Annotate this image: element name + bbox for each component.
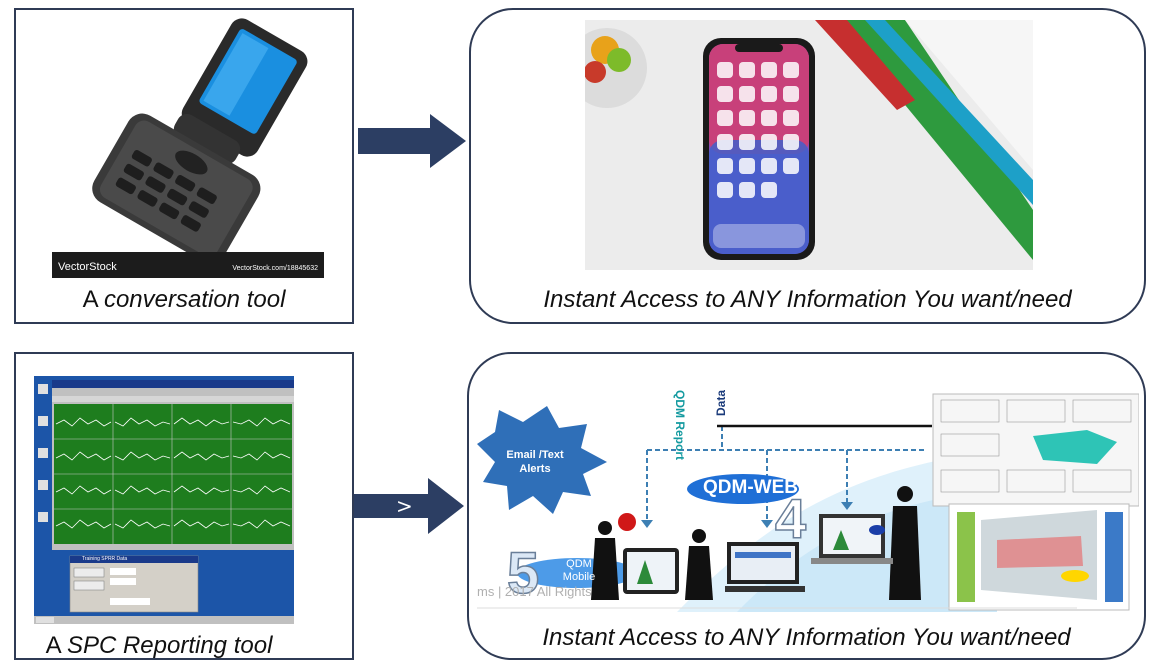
right-arrow-top (358, 114, 466, 168)
number-4: 4 (774, 486, 807, 551)
arrow-label: > (396, 494, 413, 518)
panel-spc-reporting-tool: Training SPRR Data A SPC Reporting tool (14, 352, 354, 660)
data-label: Data (714, 390, 728, 417)
caption-prefix-bottom: A (45, 632, 61, 659)
number-5: 5 (506, 540, 540, 607)
smartphone-image (585, 20, 1033, 270)
panel-smartphone: Instant Access to ANY Information You wa… (469, 8, 1146, 324)
dialog-title: Training SPRR Data (82, 556, 128, 562)
caption-italic-top: Instant Access to ANY Information You wa… (543, 286, 1072, 313)
caption-prefix: A (82, 286, 98, 313)
qdm-diagram: Email /Text Alerts QDM-WEB 4 5 QDM Mobil… (477, 390, 1139, 612)
stock-logo: VectorStock (58, 261, 117, 273)
caption-instant-access-top: Instant Access to ANY Information You wa… (471, 286, 1144, 314)
copyright-fragment: ms | 2017 All Rights (477, 584, 592, 599)
caption-italic-bottom: SPC Reporting tool (66, 632, 273, 659)
qdm-report-label: QDM Report (673, 390, 687, 460)
qdm-mobile-label: QDM Mobile (562, 558, 596, 583)
caption-conversation-tool: A conversation tool (16, 286, 352, 314)
caption-instant-access-bottom: Instant Access to ANY Information You wa… (469, 624, 1144, 652)
flip-phone-image: VectorStock VectorStock.com/18845632 (52, 16, 324, 278)
qdm-web-label: QDM-WEB (703, 477, 798, 498)
panel-conversation-tool: VectorStock VectorStock.com/18845632 A c… (14, 8, 354, 324)
panel-qdm-system: Email /Text Alerts QDM-WEB 4 5 QDM Mobil… (467, 352, 1146, 660)
right-arrow-bottom (354, 478, 464, 534)
caption-italic-bottom-right: Instant Access to ANY Information You wa… (542, 624, 1071, 651)
email-text-alerts: Email /Text Alerts (506, 449, 564, 475)
caption-spc-reporting-tool: A SPC Reporting tool (0, 632, 352, 660)
stock-url: VectorStock.com/18845632 (232, 265, 318, 272)
caption-italic: conversation tool (103, 286, 286, 313)
spc-software-screenshot: Training SPRR Data (34, 376, 294, 624)
